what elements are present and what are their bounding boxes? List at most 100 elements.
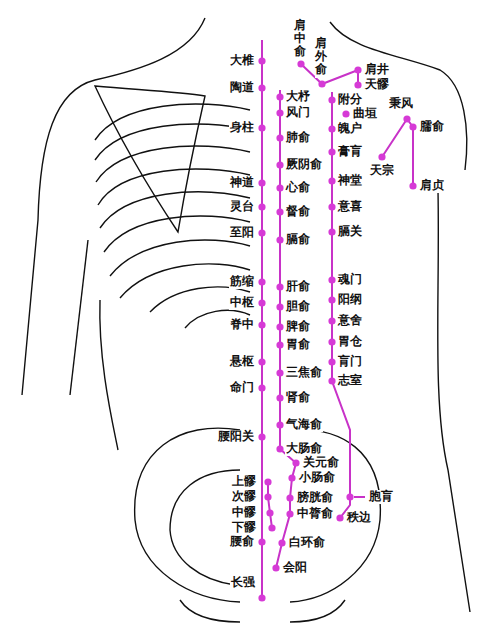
point-name: 大肠俞 (285, 442, 323, 455)
pelvis-left (135, 428, 240, 602)
acupoint-dot (276, 283, 283, 290)
acupoint-dot (354, 66, 361, 73)
rib (100, 192, 250, 228)
acupoint-dot (328, 296, 335, 303)
point-name: 肩井 (364, 63, 390, 76)
acupoint-dot (328, 377, 335, 384)
point-name: 长强 (230, 576, 256, 589)
point-name: 心俞 (285, 181, 311, 194)
point-name: 肺俞 (285, 131, 311, 144)
acupoint-dot (288, 474, 295, 481)
acupoint-dot (328, 203, 335, 210)
point-name: 胞肓 (368, 490, 394, 503)
acupoint-dot (258, 203, 265, 210)
governor-vessel-line (261, 40, 263, 600)
acupoint-dot (409, 182, 416, 189)
femur-head (290, 600, 345, 622)
point-name: 魂门 (337, 273, 363, 286)
acupoint-dot (354, 81, 361, 88)
point-name: 膈关 (337, 225, 363, 238)
point-name: 筋缩 (229, 275, 255, 288)
point-name: 魄户 (337, 122, 363, 135)
acupoint-dot (276, 109, 283, 116)
point-name: 肝俞 (285, 280, 311, 293)
acupoint-dot (292, 459, 299, 466)
femur-head (180, 600, 240, 622)
point-name: 臑俞 (419, 120, 445, 133)
acupoint-dot (258, 278, 265, 285)
point-name: 次髎 (231, 490, 257, 503)
point-name: 志室 (337, 374, 363, 387)
point-name: 肩贞 (419, 179, 445, 192)
rib (110, 240, 250, 276)
point-name: 肾俞 (285, 391, 311, 404)
acupoint-dot (258, 538, 265, 545)
acupoint-dot (336, 514, 343, 521)
acupoint-dot (328, 317, 335, 324)
point-name: 风门 (285, 106, 311, 119)
acupoint-dot (258, 358, 265, 365)
point-name: 白环俞 (288, 536, 326, 549)
point-name: 肩中俞 (294, 18, 306, 60)
point-name: 脾俞 (285, 320, 311, 333)
acupoint-dot (258, 124, 265, 131)
point-name: 胃仓 (337, 335, 363, 348)
acupoint-dot (258, 299, 265, 306)
leader-line (354, 496, 365, 498)
left-flank (100, 300, 118, 450)
point-name: 身柱 (229, 121, 255, 134)
acupoint-dot (272, 564, 279, 571)
point-name: 命门 (229, 381, 255, 394)
point-name: 肩外俞 (315, 36, 327, 78)
acupoint-dot (276, 184, 283, 191)
left-arm-inner (70, 240, 88, 395)
acupoint-dot (258, 84, 265, 91)
acupoint-dot (276, 421, 283, 428)
acupoint-dot (276, 134, 283, 141)
acupoint-dot (328, 276, 335, 283)
point-name: 神道 (229, 176, 255, 189)
point-name: 大椎 (229, 54, 255, 67)
point-name: 膏肓 (337, 145, 363, 158)
acupoint-dot (276, 394, 283, 401)
point-name: 肓门 (337, 355, 363, 368)
acupoint-dot (276, 236, 283, 243)
point-name: 秩边 (346, 511, 372, 524)
acupoint-dot (276, 208, 283, 215)
point-name: 胃俞 (285, 338, 311, 351)
acupoint-dot (258, 229, 265, 236)
acupoint-dot (409, 123, 416, 130)
point-name: 腰阳关 (217, 430, 255, 443)
acupoint-dot (276, 369, 283, 376)
sacral-line (268, 482, 272, 528)
point-name: 秉风 (388, 97, 414, 110)
point-name: 督俞 (285, 205, 311, 218)
acupoint-dot (258, 384, 265, 391)
acupoint-dot (286, 510, 293, 517)
acupoint-dot (276, 341, 283, 348)
point-name: 阳纲 (337, 293, 363, 306)
point-name: 天宗 (369, 164, 395, 177)
point-name: 胆俞 (285, 300, 311, 313)
point-name: 意喜 (337, 200, 363, 213)
acupoint-dot (328, 125, 335, 132)
point-name: 膀胱俞 (296, 491, 334, 504)
point-name: 附分 (337, 93, 363, 106)
acupoint-dot (258, 179, 265, 186)
acupoint-dot (268, 524, 275, 531)
point-name: 曲垣 (352, 107, 378, 120)
acupoint-dot (264, 478, 271, 485)
point-name: 下髎 (231, 521, 257, 534)
point-name: 膈俞 (285, 233, 311, 246)
acupoint-dot (264, 493, 271, 500)
point-name: 上髎 (231, 475, 257, 488)
acupoint-dot (378, 153, 385, 160)
acupoint-dot (286, 494, 293, 501)
acupoint-dot (258, 321, 265, 328)
point-name: 灵台 (229, 200, 255, 213)
acupoint-dot (258, 594, 265, 601)
body-outline (22, 18, 470, 622)
acupoint-dot (342, 110, 349, 117)
point-name: 三焦俞 (285, 366, 323, 379)
